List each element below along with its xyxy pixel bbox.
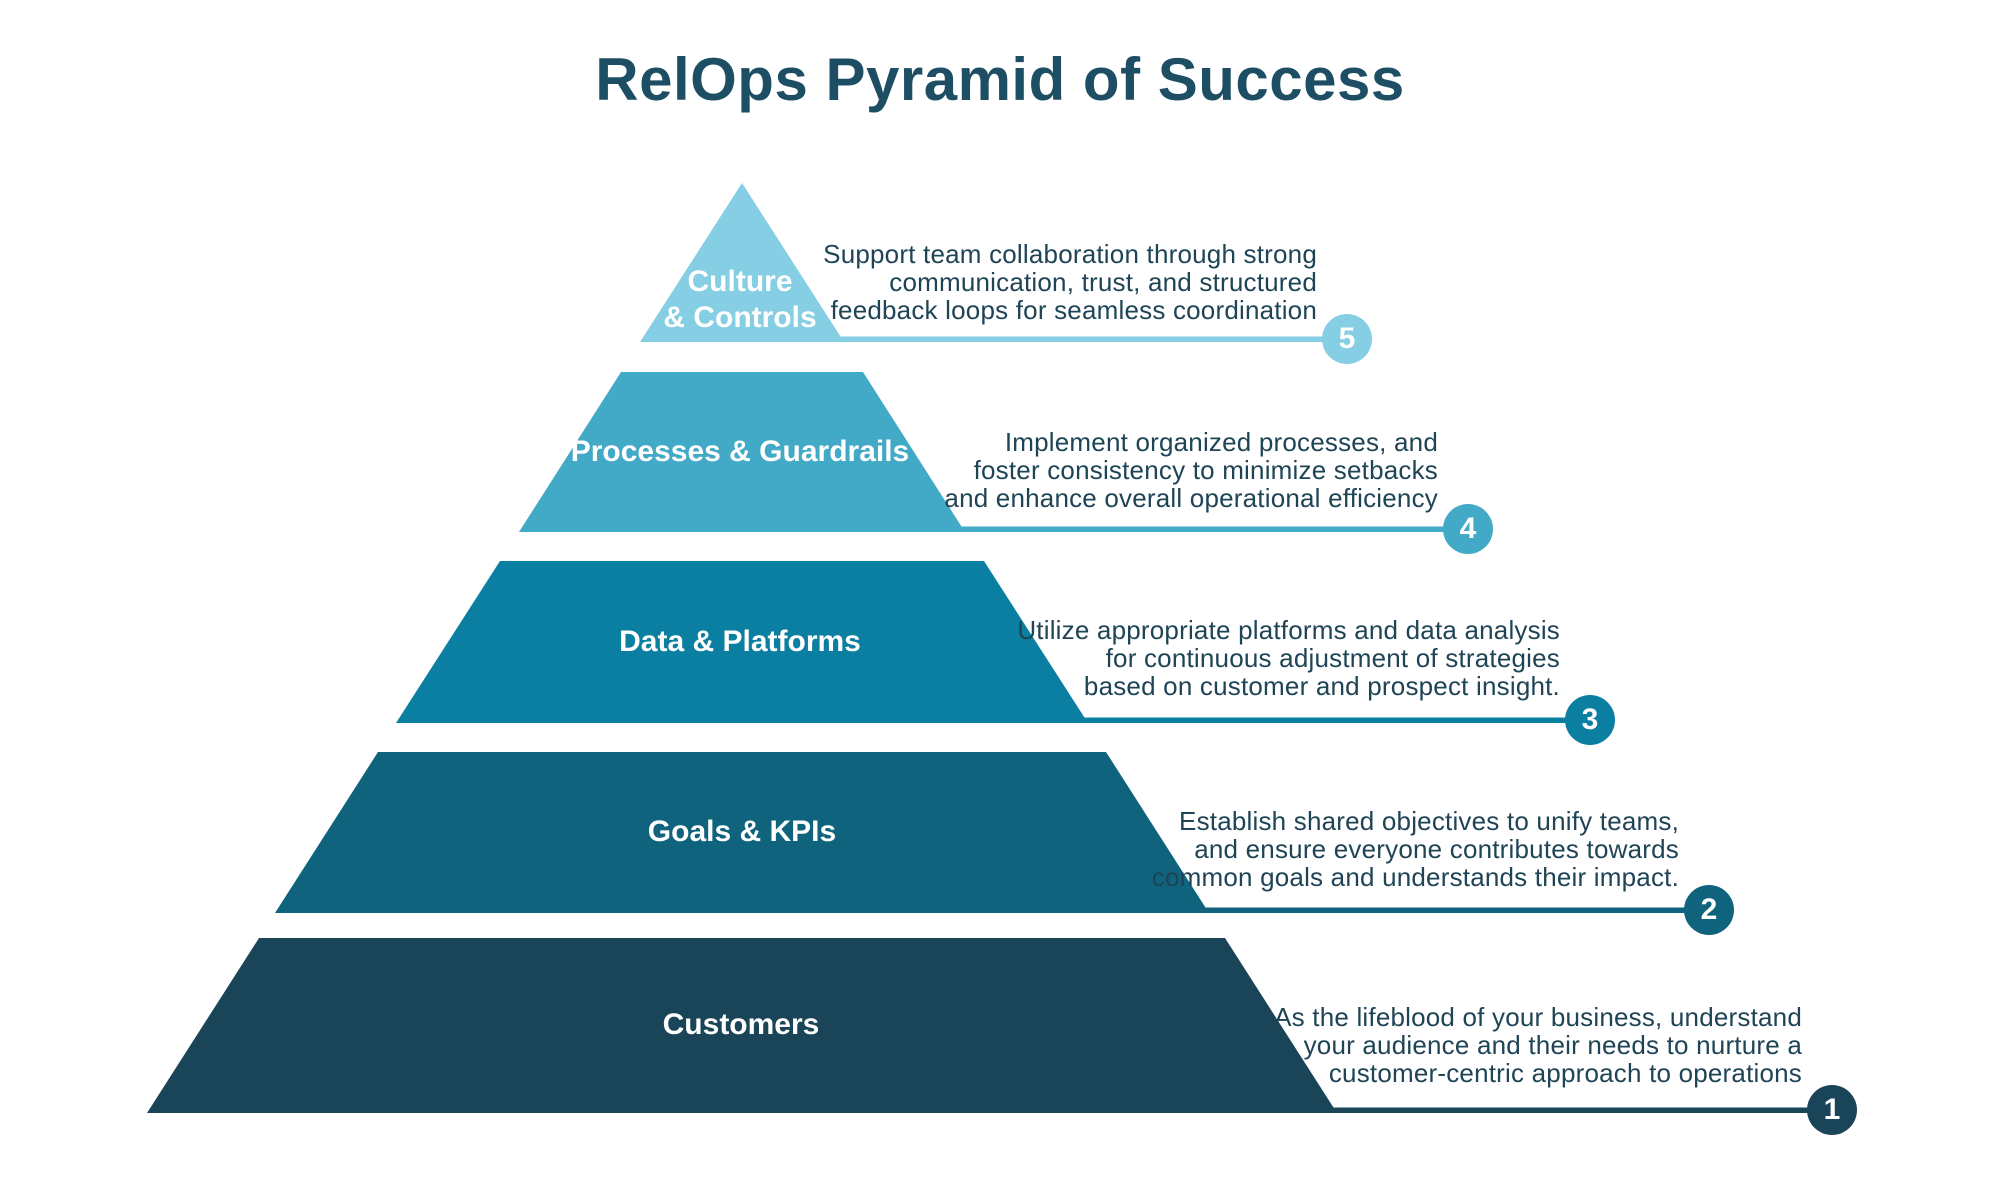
level-number-1: 1 [1823,1093,1841,1126]
level-label-data-platforms: Data & Platforms [619,625,861,658]
level-description-4: Implement organized processes, and foste… [944,427,1438,513]
level-number-4: 4 [1459,512,1477,545]
level-label-goals-kpis: Goals & KPIs [647,815,837,848]
level-label-processes-guardrails: Processes & Guardrails [570,435,910,468]
number-badge-circle-3 [1565,695,1615,745]
number-badge-circle-5 [1322,314,1372,364]
pyramid-level-3-shape [396,561,1088,723]
pyramid-level-2-shape [275,752,1209,913]
number-badge-circle-2 [1684,885,1734,935]
pyramid-level-4-shape [519,372,965,532]
level-label-customers: Customers [662,1008,820,1041]
connector-line-level-3 [1058,717,1590,723]
pyramid-level-5-shape [640,183,844,342]
connector-line-level-4 [935,526,1468,532]
level-label-culture-controls: Culture & Controls [663,265,817,334]
number-badge-circle-4 [1443,504,1493,554]
pyramid-level-1-shape [147,938,1337,1113]
page-title: RelOps Pyramid of Success [595,46,1405,113]
level-number-2: 2 [1700,893,1718,926]
level-description-5: Support team collaboration through stron… [823,239,1317,325]
level-description-1: As the lifeblood of your business, under… [1274,1002,1802,1088]
connector-line-level-5 [814,336,1347,342]
level-description-3: Utilize appropriate platforms and data a… [1017,615,1560,701]
level-description-2: Establish shared objectives to unify tea… [1151,806,1679,892]
connector-line-level-1 [1307,1107,1832,1113]
level-number-3: 3 [1581,703,1599,736]
number-badge-circle-1 [1807,1085,1857,1135]
level-number-5: 5 [1338,322,1356,355]
connector-line-level-2 [1179,907,1709,913]
